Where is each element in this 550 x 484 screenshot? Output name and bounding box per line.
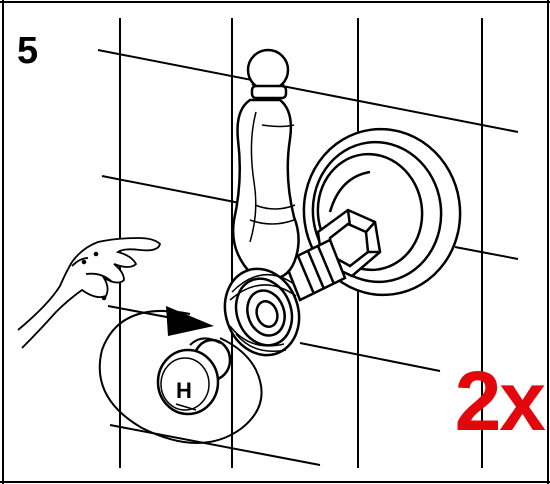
cartridge-open-end xyxy=(223,267,301,357)
arrow-icon xyxy=(107,305,214,336)
valve-stem xyxy=(283,238,347,302)
cap-icon: H xyxy=(156,337,232,416)
hand-icon xyxy=(17,237,161,349)
multiplier-label: 2x xyxy=(454,354,546,448)
detail-circle xyxy=(98,310,263,444)
cap-letter: H xyxy=(176,378,192,403)
step-number: 5 xyxy=(17,30,39,72)
handle-icon xyxy=(231,48,300,281)
